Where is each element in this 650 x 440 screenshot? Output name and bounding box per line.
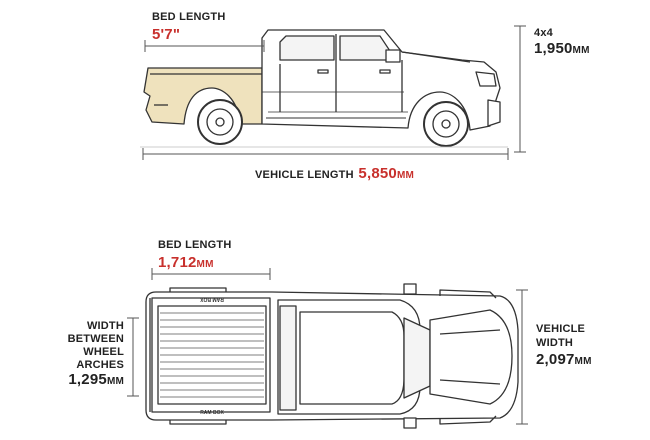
vehicle-width-dimension bbox=[516, 289, 528, 425]
side-bed-length-label: BED LENGTH bbox=[152, 11, 226, 23]
arches-number: 1,295 bbox=[68, 371, 107, 388]
arches-line4: ARCHES bbox=[76, 359, 124, 371]
drive-type-label: 4x4 bbox=[534, 27, 553, 39]
side-view-truck bbox=[140, 29, 508, 148]
top-bed-length-number: 1,712 bbox=[158, 254, 197, 271]
top-view-truck bbox=[145, 283, 519, 429]
side-mirror bbox=[385, 49, 401, 63]
front-bumper bbox=[487, 99, 501, 127]
vehicle-length-caption: VEHICLE LENGTH 5,850MM bbox=[255, 166, 414, 182]
width-line2: WIDTH bbox=[536, 337, 574, 349]
wheel-arches-value: 1,295MM bbox=[40, 372, 124, 388]
wheel-arches-dimension bbox=[127, 317, 139, 397]
vehicle-width-value: 2,097MM bbox=[536, 352, 592, 368]
rear-window bbox=[279, 35, 335, 61]
top-hood bbox=[429, 309, 513, 405]
height-number: 1,950 bbox=[534, 40, 573, 57]
height-dimension bbox=[514, 25, 526, 153]
top-roof bbox=[299, 311, 405, 405]
headlight bbox=[475, 71, 497, 87]
vehicle-width-caption: VEHICLE WIDTH bbox=[536, 322, 585, 350]
front-wheel bbox=[423, 101, 469, 147]
rear-wheel bbox=[197, 99, 243, 145]
top-rear-glass bbox=[279, 305, 297, 411]
vehicle-length-label: VEHICLE LENGTH bbox=[255, 169, 354, 181]
arches-line1: WIDTH bbox=[86, 320, 124, 332]
arches-unit: MM bbox=[106, 376, 124, 387]
bed-length-dimension-side bbox=[144, 40, 265, 52]
width-line1: VEHICLE bbox=[536, 323, 586, 335]
width-number: 2,097 bbox=[536, 351, 575, 368]
width-unit: MM bbox=[574, 356, 592, 367]
arches-line3: WHEEL bbox=[83, 346, 124, 358]
arches-line2: BETWEEN bbox=[67, 333, 124, 345]
top-mirror-lower bbox=[403, 417, 417, 429]
tailgate-badge-top: RAM BOX bbox=[200, 296, 224, 302]
top-bed-length-unit: MM bbox=[196, 259, 214, 270]
vehicle-length-number: 5,850 bbox=[358, 165, 397, 182]
top-mirror-upper bbox=[403, 283, 417, 295]
top-windshield bbox=[403, 317, 431, 399]
height-unit: MM bbox=[572, 45, 590, 56]
tailgate-badge-bottom: RAM BOX bbox=[200, 410, 224, 416]
top-bed-length-label: BED LENGTH bbox=[158, 239, 232, 251]
vehicle-height-value: 1,950MM bbox=[534, 41, 590, 57]
side-bed-length-value: 5'7" bbox=[152, 26, 181, 43]
bed-length-dimension-top bbox=[151, 268, 271, 280]
vehicle-length-dimension bbox=[142, 148, 509, 160]
vehicle-length-unit: MM bbox=[396, 170, 415, 181]
top-bed-length-value: 1,712MM bbox=[158, 255, 214, 271]
wheel-arches-caption: WIDTH BETWEEN WHEEL ARCHES bbox=[40, 320, 124, 372]
